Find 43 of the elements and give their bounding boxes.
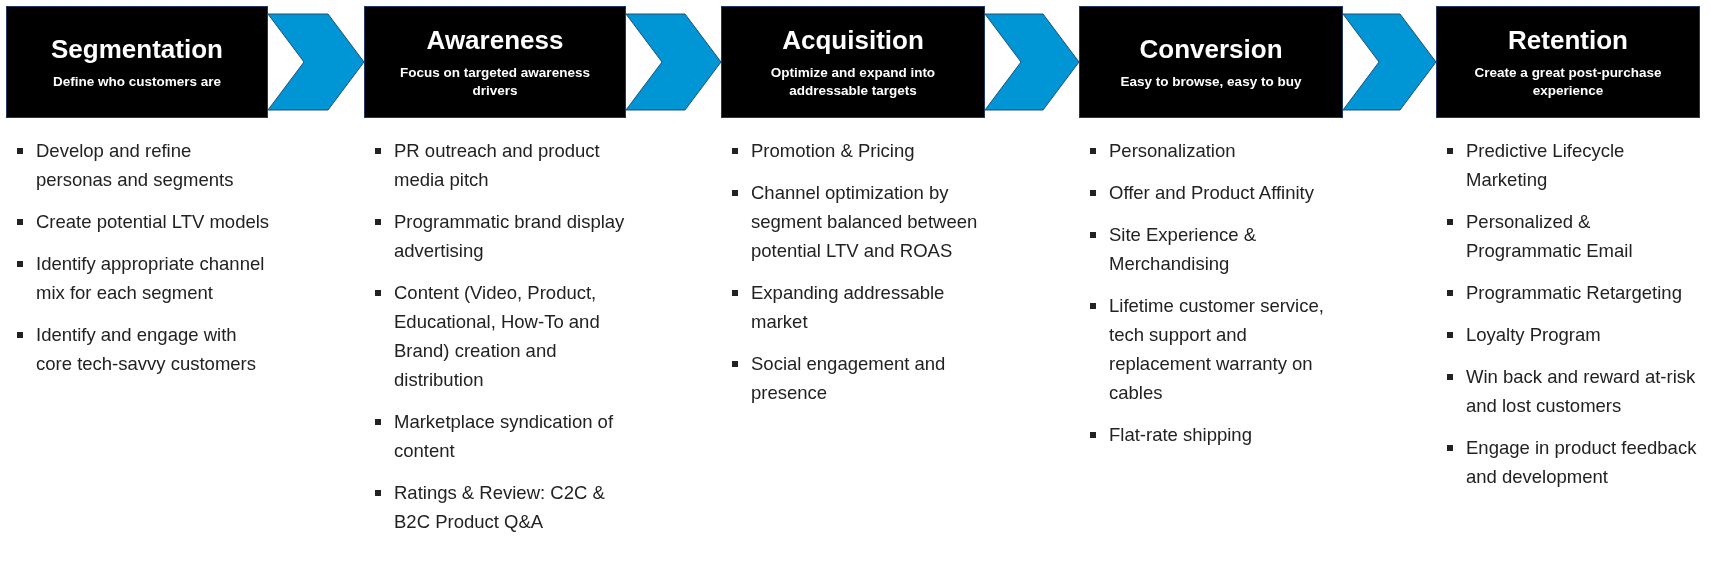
bullet-point-text: Social engagement and presence <box>729 349 989 407</box>
bullet-point-text: Channel optimization by segment balanced between potential LTV and ROAS <box>729 178 989 265</box>
stage-title: Acquisition <box>782 24 924 56</box>
bullet-point-text: Flat-rate shipping <box>1087 420 1347 449</box>
stage-header-box <box>721 6 985 118</box>
stage-title: Segmentation <box>51 33 223 65</box>
stage-subtitle: Easy to browse, easy to buy <box>1120 73 1302 91</box>
chevron-arrow <box>267 13 365 111</box>
bullet-point-text: Offer and Product Affinity <box>1087 178 1347 207</box>
stage-header-box <box>1436 6 1700 118</box>
bullet-point-text: Predictive Lifecycle Marketing <box>1444 136 1704 194</box>
bullet-point-text: Win back and reward at-risk and lost customers <box>1444 362 1704 420</box>
bullet-point-text: Expanding addressable market <box>729 278 989 336</box>
bullet-point-text: Personalization <box>1087 136 1347 165</box>
stage-subtitle: Optimize and expand into addressable targets <box>769 64 937 100</box>
bullet-point-text: Lifetime customer service, tech support and replacement warranty on cables <box>1087 291 1347 407</box>
stage-title: Retention <box>1508 24 1628 56</box>
bullet-point-text: Personalized & Programmatic Email <box>1444 207 1704 265</box>
bullet-point-text: Marketplace syndication of content <box>372 407 630 465</box>
chevron-arrow <box>984 13 1080 111</box>
bullet-point-text: PR outreach and product media pitch <box>372 136 630 194</box>
bullet-point-text: Loyalty Program <box>1444 320 1704 349</box>
chevron-arrow <box>625 13 722 111</box>
bullet-point-text: Create potential LTV models <box>14 207 272 236</box>
chevron-arrow <box>1342 13 1437 111</box>
bullet-point-text: Develop and refine personas and segments <box>14 136 272 194</box>
bullet-point-text: Site Experience & Merchandising <box>1087 220 1347 278</box>
bullet-point-text: Promotion & Pricing <box>729 136 989 165</box>
bullet-point-text: Identify appropriate channel mix for each segment <box>14 249 272 307</box>
bullet-point-text: Programmatic Retargeting <box>1444 278 1704 307</box>
stage-title: Conversion <box>1139 33 1283 65</box>
stage-header-box <box>364 6 626 118</box>
bullet-point-text: Programmatic brand display advertising <box>372 207 630 265</box>
stage-header-box <box>1079 6 1343 118</box>
stage-header-box <box>6 6 268 118</box>
bullet-point-text: Content (Video, Product, Educational, How-To and Brand) creation and distribution <box>372 278 630 394</box>
stage-subtitle: Focus on targeted awareness drivers <box>399 64 591 100</box>
bullet-point-text: Ratings & Review: C2C & B2C Product Q&A <box>372 478 630 536</box>
bullet-point-text: Identify and engage with core tech-savvy customers <box>14 320 272 378</box>
stage-subtitle: Create a great post-purchase experience <box>1473 64 1663 100</box>
bullet-point-text: Engage in product feedback and development <box>1444 433 1704 491</box>
stage-title: Awareness <box>426 24 564 56</box>
stage-subtitle: Define who customers are <box>52 73 222 91</box>
